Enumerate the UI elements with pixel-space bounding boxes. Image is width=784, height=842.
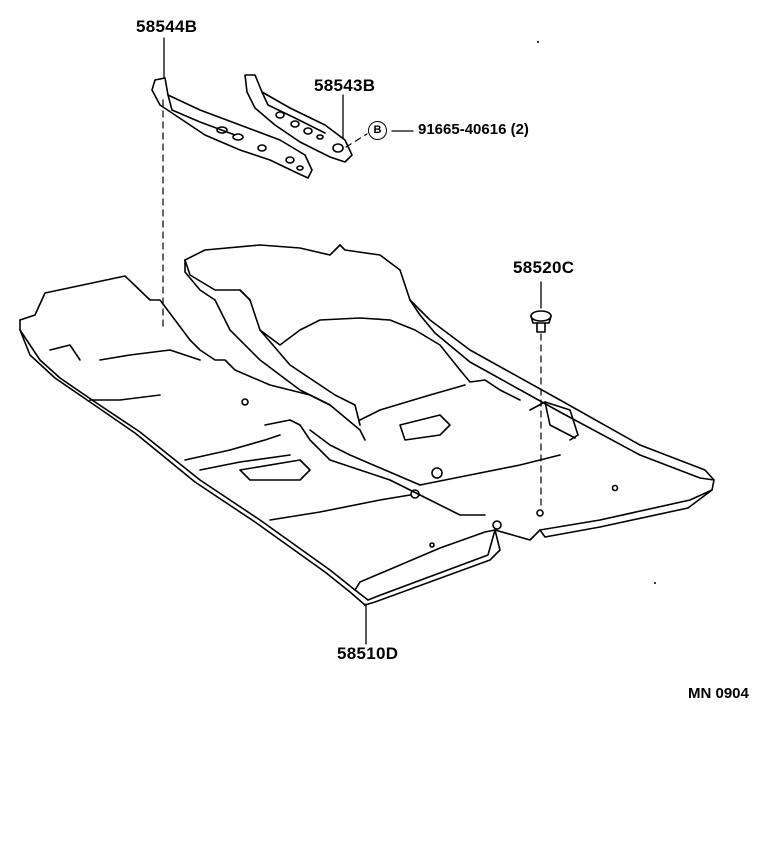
callout-symbol-b: B (368, 121, 387, 140)
assembly-dashed-lines (162, 99, 542, 509)
part-label-58543b: 58543B (314, 76, 376, 95)
diagram-reference-code: MN 0904 (688, 685, 749, 702)
bolt-part-number: 91665-40616 (2) (418, 121, 529, 138)
part-label-58520c: 58520C (513, 258, 575, 277)
insulator-58544b-drawing (151, 77, 313, 179)
insulator-58543b-drawing (244, 74, 353, 163)
clip-58520c-drawing (530, 310, 552, 333)
scan-dots (537, 41, 656, 584)
part-label-58544b: 58544B (136, 17, 198, 36)
leader-lines (163, 37, 542, 645)
part-label-58510d: 58510D (337, 644, 399, 663)
floor-carpet-drawing (19, 244, 715, 606)
